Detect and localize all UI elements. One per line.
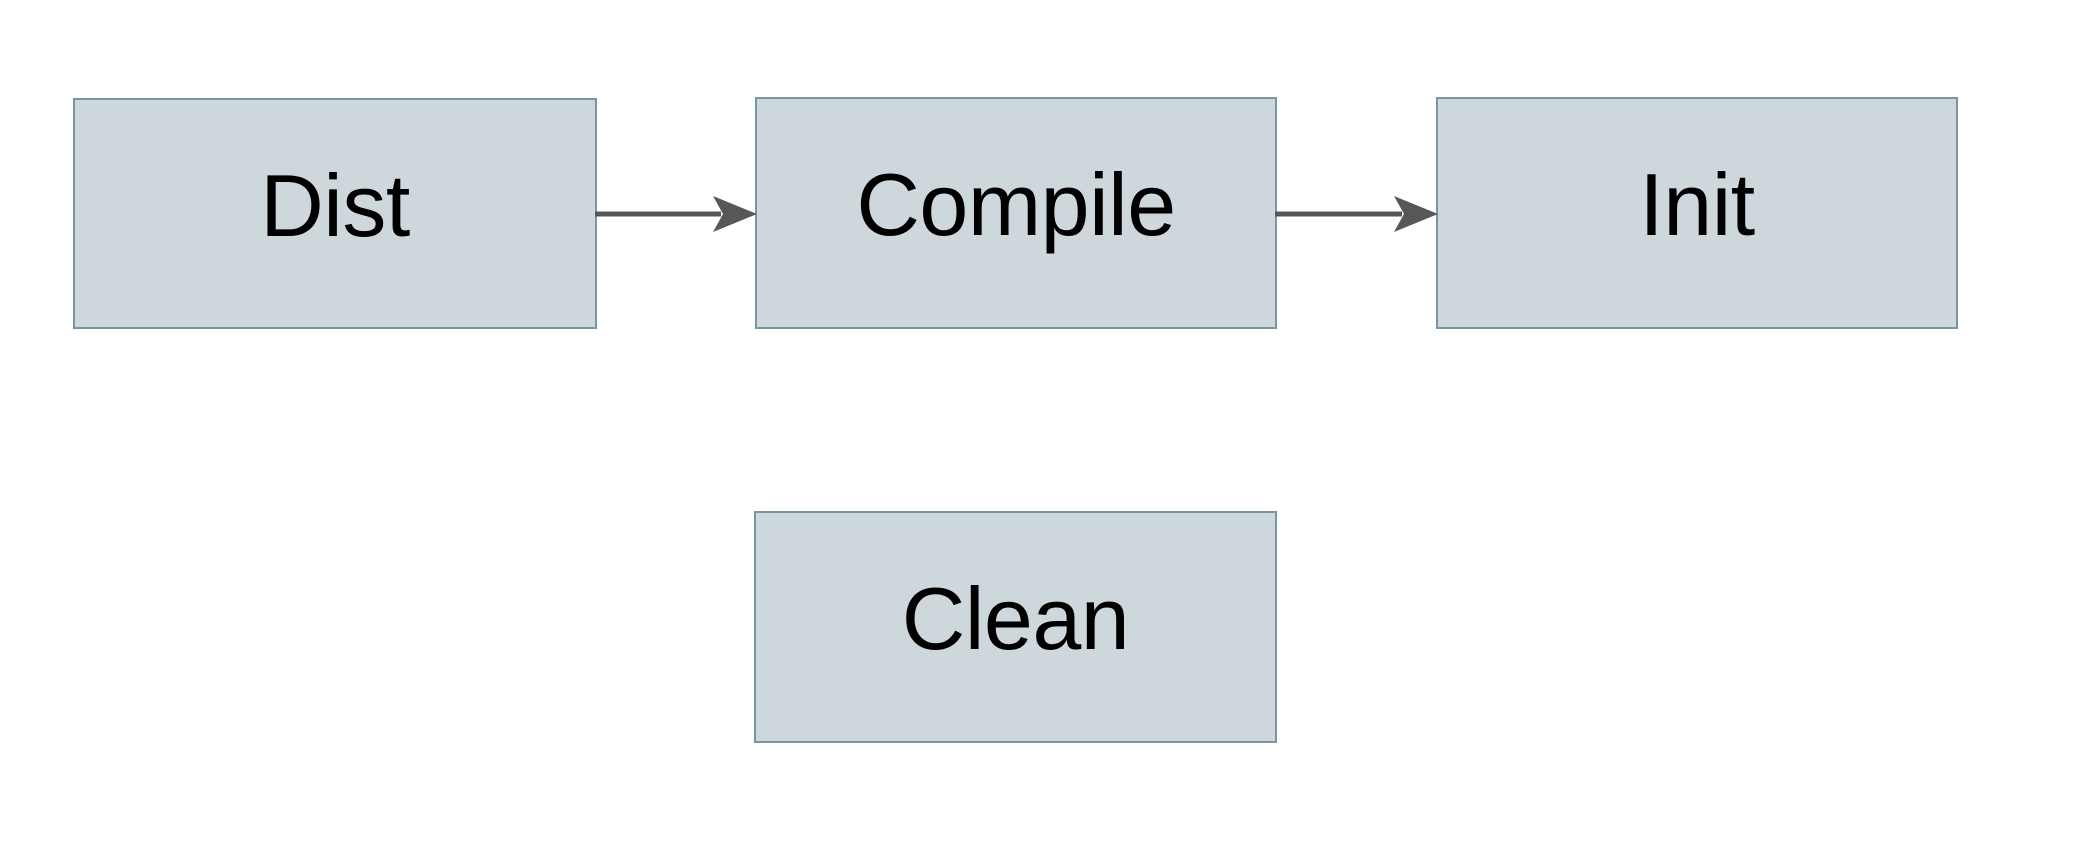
node-clean-label: Clean xyxy=(901,569,1130,668)
edge-dist-to-compile[interactable] xyxy=(595,193,757,235)
node-init-label: Init xyxy=(1639,155,1755,254)
node-dist-label: Dist xyxy=(260,155,410,255)
node-init[interactable]: Init xyxy=(1436,97,1958,329)
node-dist[interactable]: Dist xyxy=(73,98,597,329)
node-compile-label: Compile xyxy=(856,155,1176,254)
edge-compile-to-init[interactable] xyxy=(1275,193,1438,235)
node-clean[interactable]: Clean xyxy=(754,511,1277,743)
node-compile[interactable]: Compile xyxy=(755,97,1277,329)
